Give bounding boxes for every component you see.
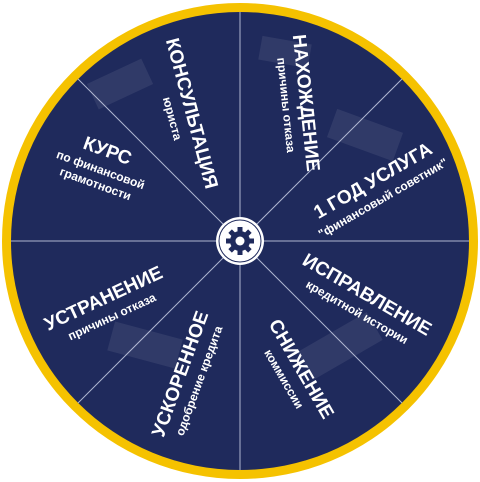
background-texture: [86, 35, 404, 380]
gear-icon: [226, 227, 254, 255]
wheel-hub[interactable]: [216, 217, 264, 265]
